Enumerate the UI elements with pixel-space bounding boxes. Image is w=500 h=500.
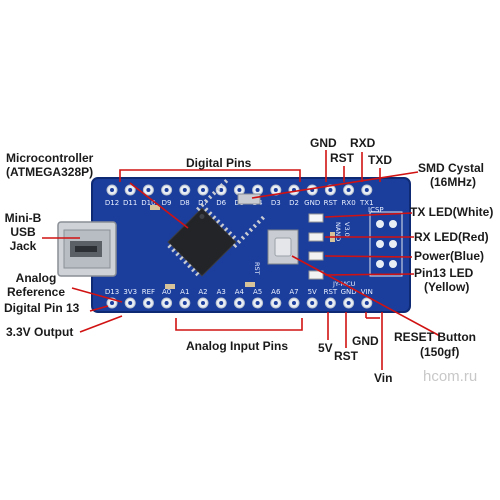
bottom-pin-label: A3 — [217, 288, 226, 296]
jack-label: Jack — [9, 239, 37, 253]
v5-bottom-label: 5V — [318, 341, 333, 355]
watermark: hcom.ru — [423, 368, 478, 385]
bottom-pin-label: A1 — [180, 288, 189, 296]
pin13-led-label: Pin13 LED — [414, 266, 474, 280]
pin13-led — [308, 270, 324, 280]
bottom-pin-label: A5 — [253, 288, 262, 296]
digital-pin13-label: Digital Pin 13 — [4, 301, 80, 315]
top-pin-label: D10 — [141, 199, 155, 207]
analog-label: Analog — [15, 271, 57, 285]
rst-top-label: RST — [330, 151, 354, 165]
bottom-pin-label: A6 — [271, 288, 281, 296]
smd-crystal — [237, 193, 261, 205]
bottom-pin-label: 5V — [308, 288, 317, 296]
smd-crystal-label: SMD Cystal — [418, 161, 485, 175]
icsp-text: ICSP — [368, 206, 384, 214]
top-pin-label: D6 — [216, 199, 226, 207]
gnd-top-label: GND — [310, 136, 337, 150]
top-pin-label: GND — [304, 199, 320, 207]
reset-button-force-label: (150gf) — [420, 345, 460, 359]
top-pin-label: D12 — [105, 199, 119, 207]
usb-label: USB — [10, 225, 36, 239]
top-pin-label: D2 — [289, 199, 299, 207]
analog-input-pins-label: Analog Input Pins — [186, 339, 288, 353]
top-pin-label: RST — [324, 199, 338, 207]
top-pin-label: D9 — [162, 199, 172, 207]
bottom-pin-label: A0 — [162, 288, 171, 296]
reset-button-label: RESET Button — [394, 330, 476, 344]
rst-board-text: RST — [253, 262, 261, 275]
bottom-pin-label: A2 — [198, 288, 207, 296]
smd-crystal-freq-label: (16MHz) — [430, 175, 477, 189]
top-pin-label: D8 — [180, 199, 190, 207]
icsp-header — [369, 211, 403, 277]
pin13-led-color-label: (Yellow) — [424, 280, 470, 294]
microcontroller-label: Microcontroller — [6, 151, 94, 165]
mini-b-label: Mini-B — [4, 211, 42, 225]
reset-button-graphic — [267, 229, 299, 265]
bottom-pin-label: D13 — [105, 288, 119, 296]
txd-top-label: TXD — [368, 153, 392, 167]
rxd-top-label: RXD — [350, 136, 376, 150]
top-pin-label: D7 — [198, 199, 208, 207]
bottom-pin-label: RST — [324, 288, 338, 296]
digital-pins-label: Digital Pins — [186, 156, 252, 170]
rx-led — [308, 232, 324, 242]
bottom-pin-label: VIN — [361, 288, 373, 296]
tx-led — [308, 213, 324, 223]
rx-led-label: RX LED(Red) — [414, 230, 489, 244]
rst-bottom-label: RST — [334, 349, 358, 363]
pcb-board — [92, 178, 410, 312]
version-board-text: V3.0 — [343, 222, 351, 237]
mini-usb-connector — [57, 221, 117, 277]
nano-board-text: NANO — [334, 222, 342, 241]
tx-led-label: TX LED(White) — [410, 205, 494, 219]
top-pin-label: RX0 — [342, 199, 356, 207]
bottom-pin-label: A7 — [289, 288, 298, 296]
power-led-label: Power(Blue) — [414, 249, 485, 263]
gnd-bottom-label: GND — [352, 334, 379, 348]
reference-label: Reference — [6, 285, 66, 299]
microcontroller-model-label: (ATMEGA328P) — [6, 165, 94, 179]
top-pin-label: D11 — [123, 199, 137, 207]
bottom-pin-label: 3V3 — [123, 288, 137, 296]
top-pin-label: D3 — [271, 199, 281, 207]
bottom-pin-label: REF — [142, 288, 155, 296]
leader-lines — [119, 169, 303, 331]
output-3v3-label: 3.3V Output — [6, 325, 74, 339]
bottom-pin-label: A4 — [235, 288, 245, 296]
top-pin-label: TX1 — [359, 199, 374, 207]
bottom-pin-label: GND — [341, 288, 357, 296]
vin-bottom-label: Vin — [374, 371, 393, 385]
power-led — [308, 251, 324, 261]
